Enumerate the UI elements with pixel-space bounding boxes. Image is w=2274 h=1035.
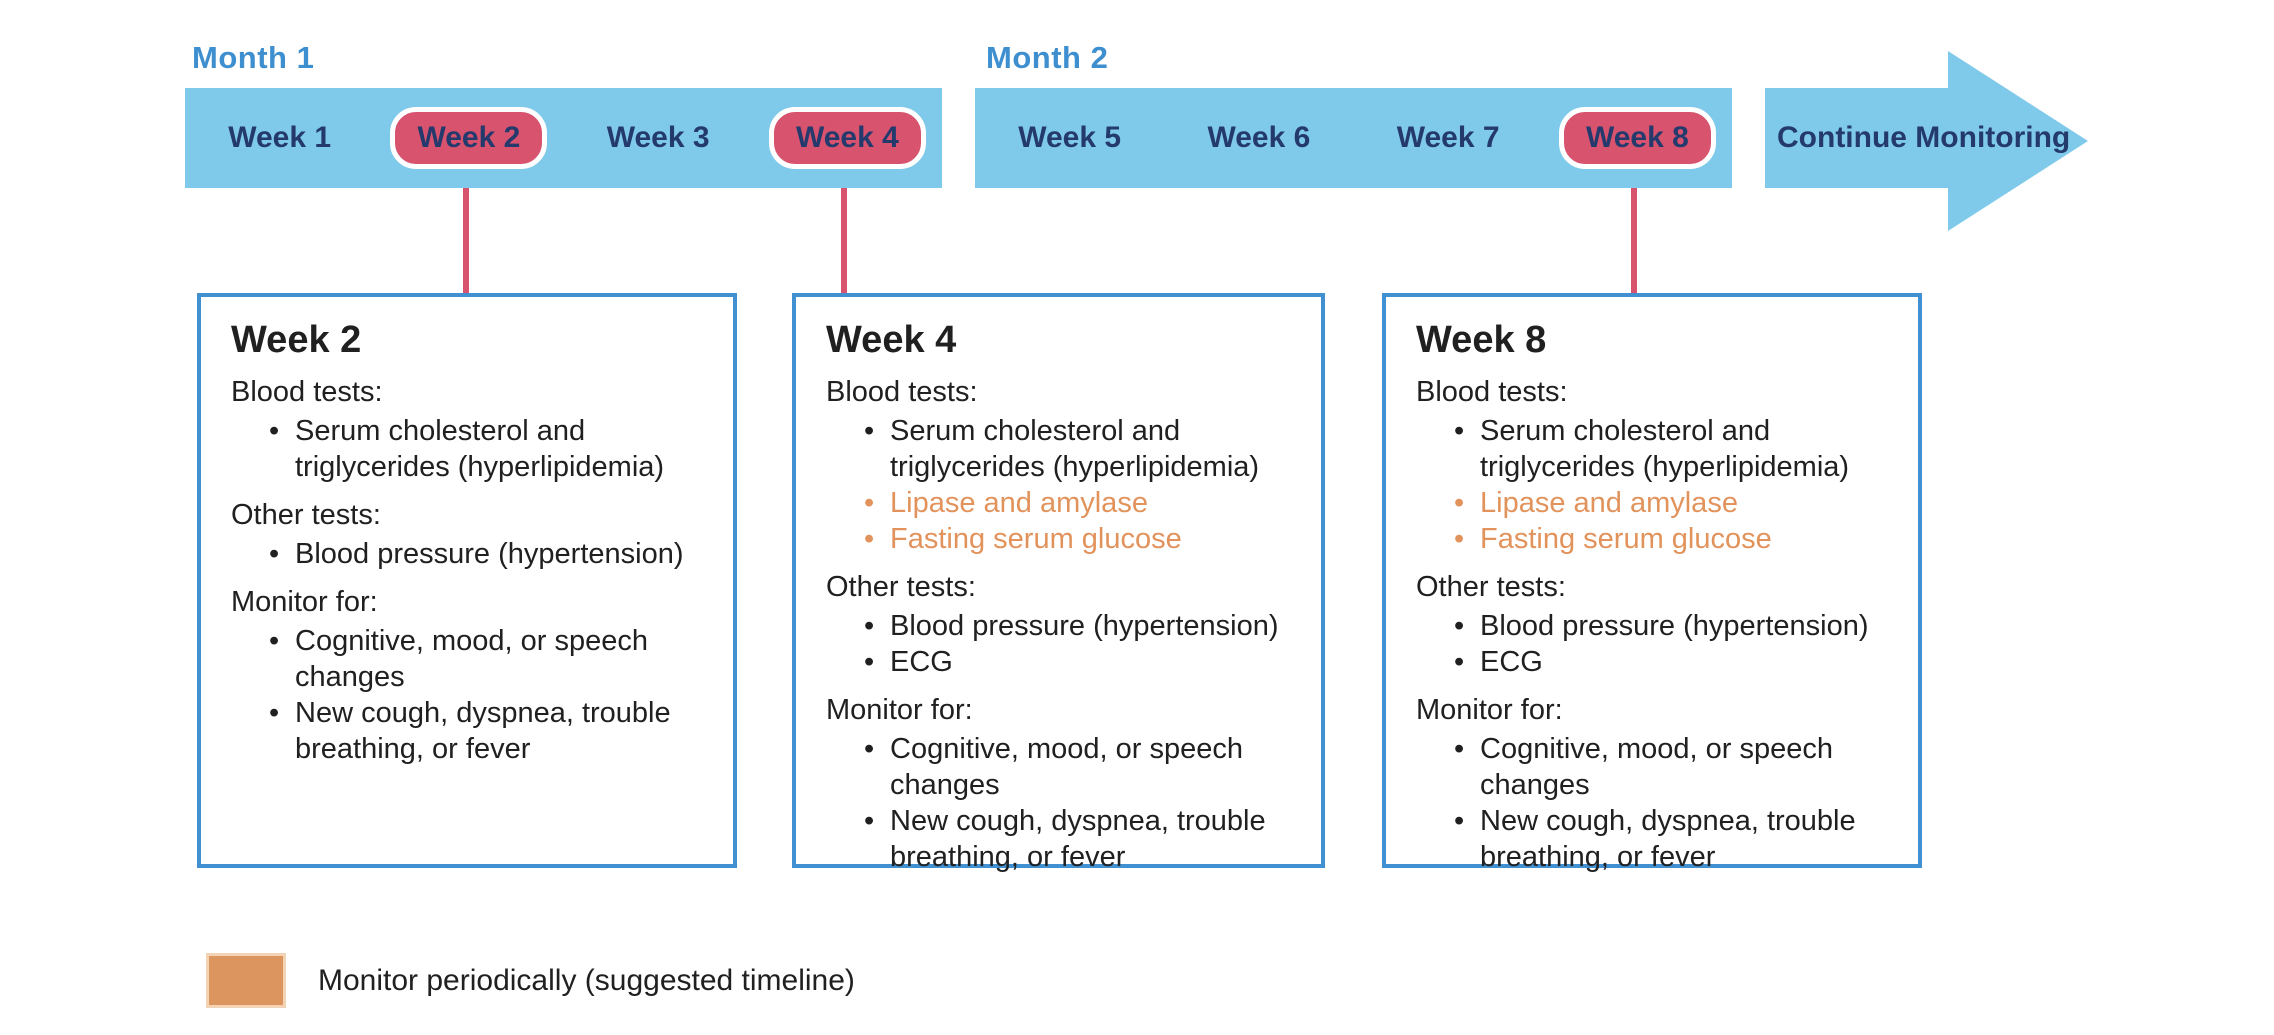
week-2-monitor-for-heading: Monitor for: xyxy=(231,586,378,618)
week-3-label: Week 3 xyxy=(606,121,710,154)
week-4-other-tests-item: ECG xyxy=(864,644,1293,680)
week-5-cell: Week 5 xyxy=(975,88,1164,188)
week-8-monitor-for-item: New cough, dyspnea, trouble breathing, o… xyxy=(1454,803,1890,875)
week-2-detail-box: Week 2 Blood tests: Serum cholesterol and … xyxy=(197,293,737,868)
week-6-label: Week 6 xyxy=(1207,121,1311,154)
week-4-other-tests-item: Blood pressure (hypertension) xyxy=(864,608,1293,644)
month-1-label: Month 1 xyxy=(192,40,315,75)
week-4-monitor-for-heading: Monitor for: xyxy=(826,694,973,726)
week-4-box-title: Week 4 xyxy=(826,319,957,361)
week-4-blood-tests-item: Serum cholesterol and triglycerides (hyp… xyxy=(864,413,1293,485)
week-4-monitor-for-list: Cognitive, mood, or speech changesNew co… xyxy=(826,731,1293,875)
legend-label: Monitor periodically (suggested timeline… xyxy=(318,963,855,997)
week-1-cell: Week 1 xyxy=(185,88,374,188)
week-8-other-tests-heading: Other tests: xyxy=(1416,571,1566,603)
week-4-detail-box: Week 4 Blood tests: Serum cholesterol and … xyxy=(792,293,1325,873)
week-7-cell: Week 7 xyxy=(1354,88,1543,188)
week-8-box-title: Week 8 xyxy=(1416,319,1547,361)
week-8-monitor-for-item: Cognitive, mood, or speech changes xyxy=(1454,731,1890,803)
week-8-other-tests-list: Blood pressure (hypertension)ECG xyxy=(1416,608,1890,680)
legend: Monitor periodically (suggested timeline… xyxy=(206,953,855,1008)
week-4-blood-tests-item: Fasting serum glucose xyxy=(864,521,1293,557)
week-8-other-tests-item: ECG xyxy=(1454,644,1890,680)
week-1-label: Week 1 xyxy=(228,121,332,154)
week-4-highlight-pill: Week 4 xyxy=(768,107,926,169)
week-2-monitor-for-list: Cognitive, mood, or speech changesNew co… xyxy=(231,623,705,767)
week-2-connector-line xyxy=(463,168,469,298)
week-2-label: Week 2 xyxy=(417,121,521,154)
week-7-label: Week 7 xyxy=(1396,121,1500,154)
month-2-label: Month 2 xyxy=(986,40,1109,75)
legend-orange-swatch xyxy=(206,953,286,1008)
week-4-connector-line xyxy=(841,168,847,298)
week-8-monitor-for-list: Cognitive, mood, or speech changesNew co… xyxy=(1416,731,1890,875)
week-2-blood-tests-list: Serum cholesterol and triglycerides (hyp… xyxy=(231,413,705,485)
week-8-label: Week 8 xyxy=(1585,121,1689,154)
week-2-other-tests-list: Blood pressure (hypertension) xyxy=(231,536,705,572)
week-4-monitor-for-item: New cough, dyspnea, trouble breathing, o… xyxy=(864,803,1293,875)
week-8-blood-tests-item: Serum cholesterol and triglycerides (hyp… xyxy=(1454,413,1890,485)
week-2-monitor-for-item: Cognitive, mood, or speech changes xyxy=(269,623,705,695)
week-2-other-tests-item: Blood pressure (hypertension) xyxy=(269,536,705,572)
week-8-highlight-pill: Week 8 xyxy=(1558,107,1716,169)
week-4-blood-tests-item: Lipase and amylase xyxy=(864,485,1293,521)
week-2-monitor-for-item: New cough, dyspnea, trouble breathing, o… xyxy=(269,695,705,767)
week-2-other-tests-heading: Other tests: xyxy=(231,499,381,531)
continue-monitoring-label: Continue Monitoring xyxy=(1777,121,2071,154)
continue-monitoring-arrow: Continue Monitoring xyxy=(1765,51,2088,231)
month-1-timeline-bar: Week 1 Week 2 Week 3 Week 4 xyxy=(185,88,942,188)
week-2-blood-tests-heading: Blood tests: xyxy=(231,376,383,408)
week-8-blood-tests-heading: Blood tests: xyxy=(1416,376,1568,408)
week-8-blood-tests-list: Serum cholesterol and triglycerides (hyp… xyxy=(1416,413,1890,557)
month-2-timeline-bar: Week 5 Week 6 Week 7 Week 8 xyxy=(975,88,1732,188)
week-2-highlight-pill: Week 2 xyxy=(390,107,548,169)
week-6-cell: Week 6 xyxy=(1164,88,1353,188)
week-4-other-tests-heading: Other tests: xyxy=(826,571,976,603)
week-4-other-tests-list: Blood pressure (hypertension)ECG xyxy=(826,608,1293,680)
week-3-cell: Week 3 xyxy=(564,88,753,188)
week-4-label: Week 4 xyxy=(795,121,899,154)
week-8-connector-line xyxy=(1631,168,1637,298)
week-5-label: Week 5 xyxy=(1018,121,1122,154)
week-4-cell: Week 4 xyxy=(753,88,942,188)
week-2-blood-tests-item: Serum cholesterol and triglycerides (hyp… xyxy=(269,413,705,485)
week-8-cell: Week 8 xyxy=(1543,88,1732,188)
week-8-other-tests-item: Blood pressure (hypertension) xyxy=(1454,608,1890,644)
week-8-detail-box: Week 8 Blood tests: Serum cholesterol and … xyxy=(1382,293,1922,873)
week-2-box-title: Week 2 xyxy=(231,319,362,361)
week-8-blood-tests-item: Fasting serum glucose xyxy=(1454,521,1890,557)
week-2-cell: Week 2 xyxy=(374,88,563,188)
week-8-monitor-for-heading: Monitor for: xyxy=(1416,694,1563,726)
week-4-blood-tests-list: Serum cholesterol and triglycerides (hyp… xyxy=(826,413,1293,557)
week-4-monitor-for-item: Cognitive, mood, or speech changes xyxy=(864,731,1293,803)
week-8-blood-tests-item: Lipase and amylase xyxy=(1454,485,1890,521)
week-4-blood-tests-heading: Blood tests: xyxy=(826,376,978,408)
